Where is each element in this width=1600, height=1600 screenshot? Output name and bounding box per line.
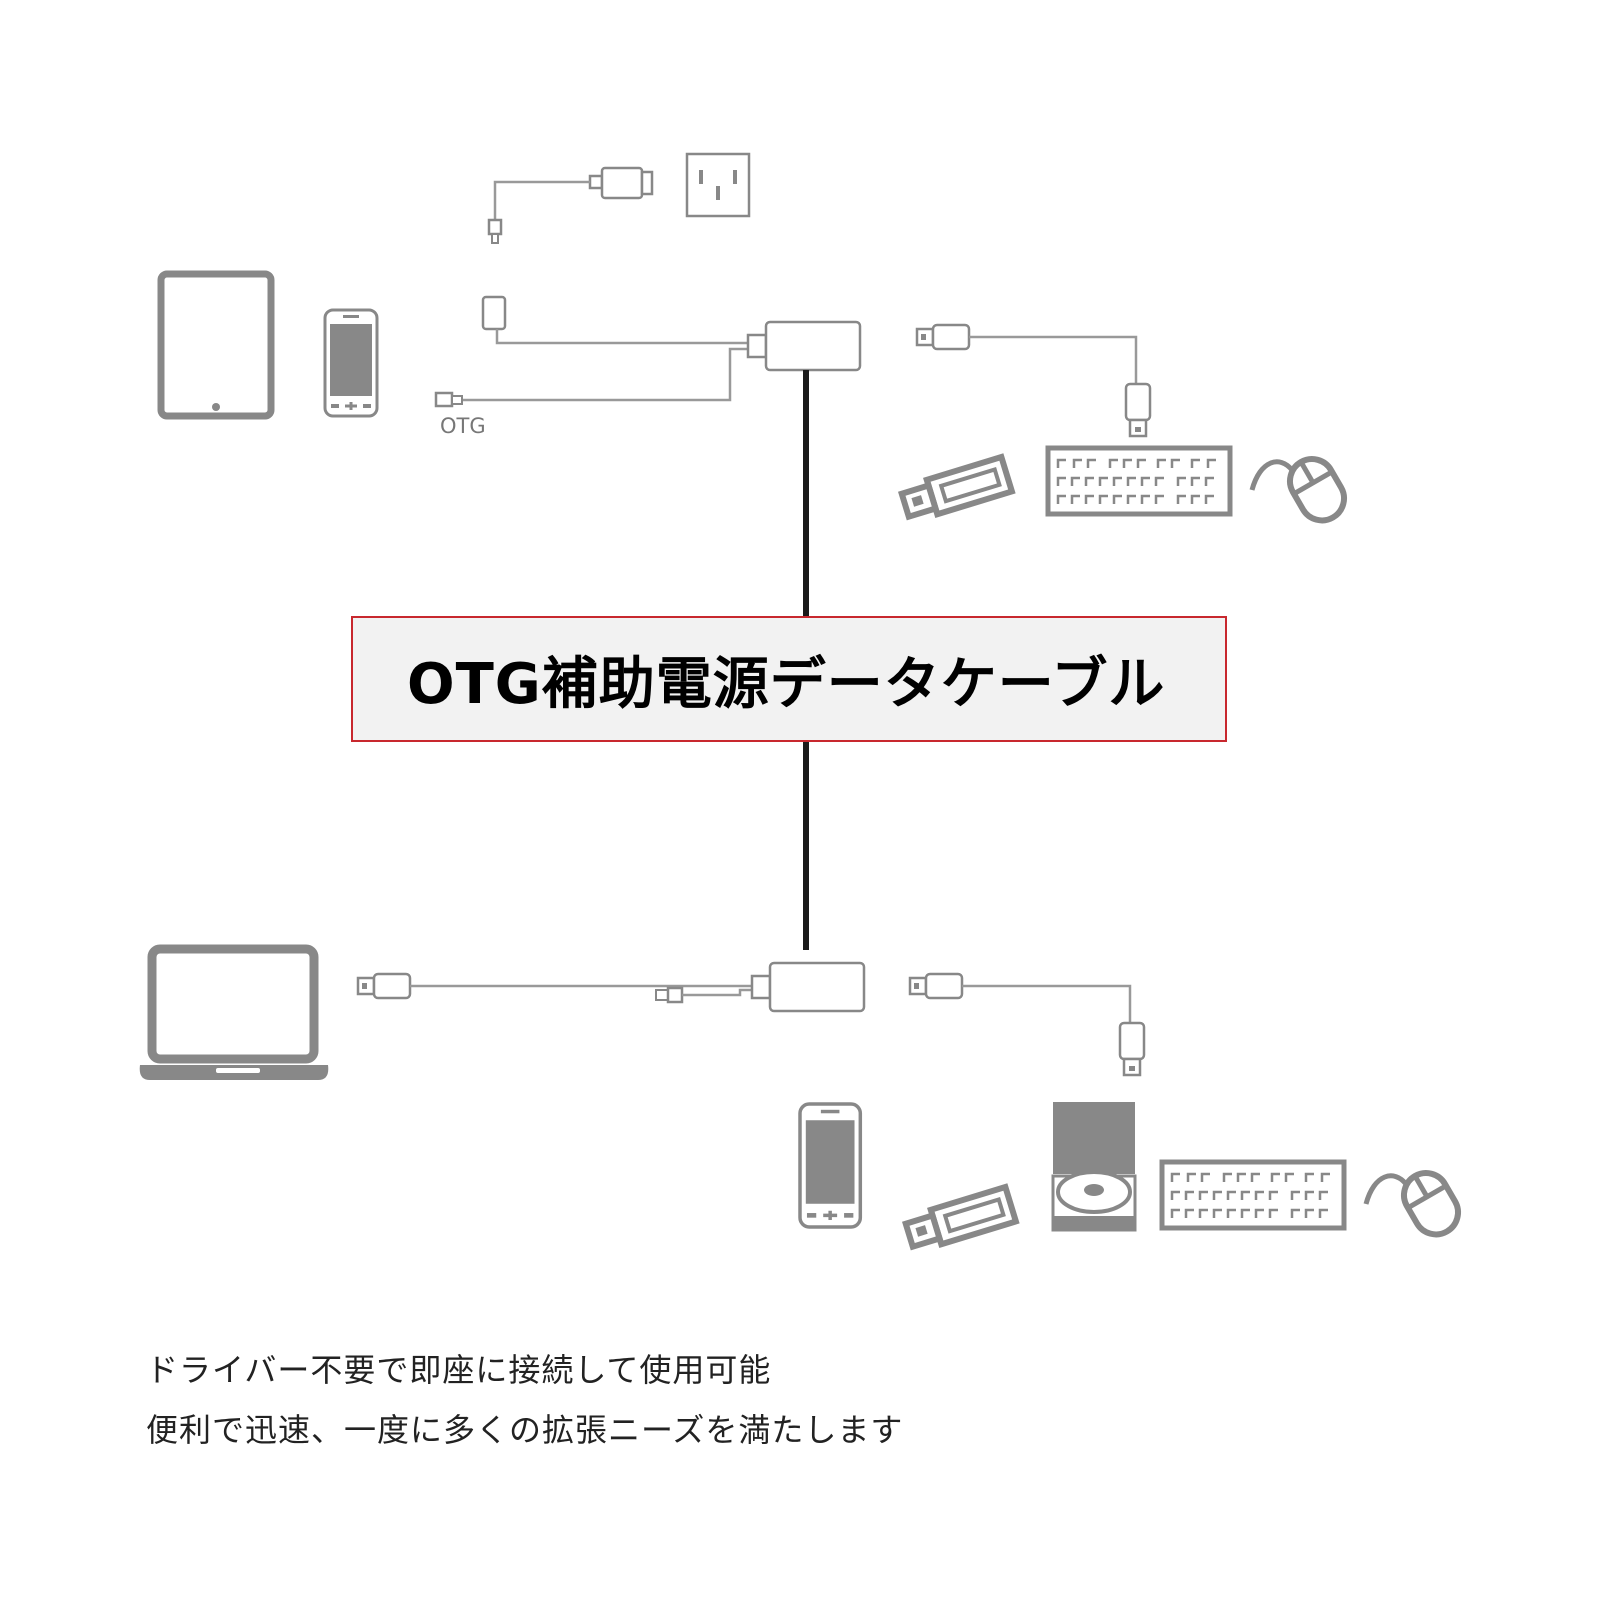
smartphone-icon <box>323 308 379 418</box>
otg-cable-bottom <box>356 961 866 1013</box>
smartphone-icon <box>798 1102 863 1229</box>
usb-extension-top <box>915 323 1152 438</box>
otg-cable-top: OTG <box>434 295 862 438</box>
wall-outlet-icon <box>685 152 751 218</box>
caption-line-1: ドライバー不要で即座に接続して使用可能 <box>146 1351 772 1389</box>
keyboard-icon <box>1162 1162 1344 1228</box>
title-box: OTG補助電源データケーブル <box>351 616 1227 742</box>
mouse-icon <box>1366 1165 1466 1242</box>
optical-drive-icon <box>1051 1102 1137 1232</box>
usb-flash-drive-icon <box>904 1187 1016 1252</box>
usb-flash-drive-icon <box>900 457 1012 522</box>
mouse-icon <box>1252 451 1352 528</box>
product-title: OTG補助電源データケーブル <box>407 651 1166 717</box>
otg-label: OTG <box>440 414 486 438</box>
power-adapter-icon <box>487 166 654 244</box>
caption-line-2: 便利で迅速、一度に多くの拡張ニーズを満たします <box>146 1411 904 1449</box>
tablet-icon <box>157 270 275 420</box>
usb-extension-bottom <box>908 972 1146 1077</box>
keyboard-icon <box>1048 448 1230 514</box>
laptop-icon <box>139 944 329 1080</box>
